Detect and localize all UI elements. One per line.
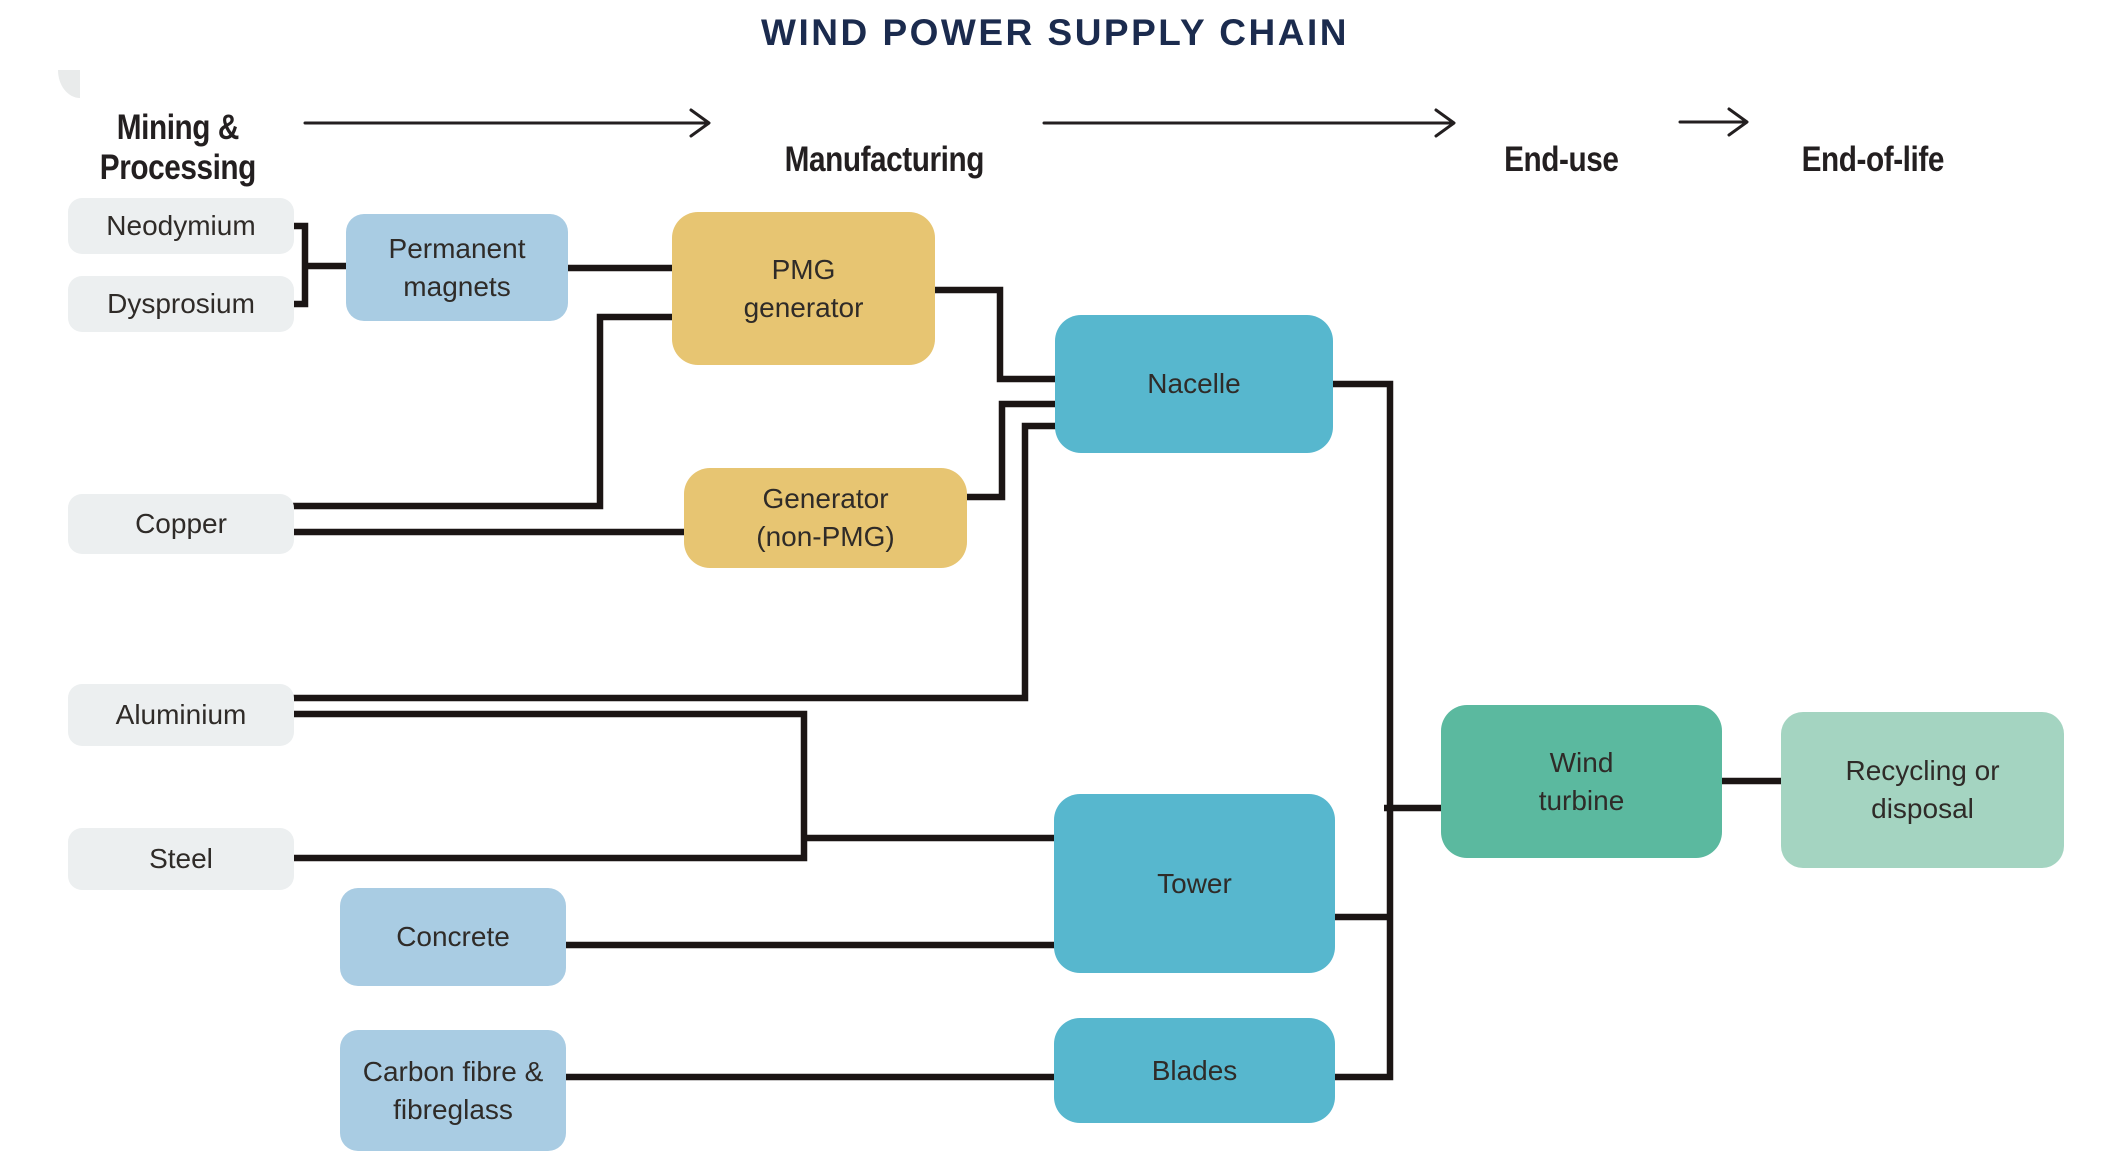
node-blades: Blades [1054,1018,1335,1123]
node-pmg-generator: PMG generator [672,212,935,365]
node-generator-non-pmg-label: Generator (non-PMG) [756,483,895,552]
wire-copper-to-pmg [290,313,674,510]
stage-header-end-of-life: End-of-life [1763,100,1983,180]
node-carbon-fibre-label: Carbon fibre & fibreglass [362,1055,544,1125]
node-neodymium: Neodymium [68,198,294,254]
node-permanent-magnets-label: Permanent magnets [388,232,526,302]
wire-pmg-to-nacelle [933,286,1057,383]
node-dysprosium-label: Dysprosium [107,288,255,320]
node-wind-turbine: Wind turbine [1441,705,1722,858]
arrowhead-2 [1434,108,1456,138]
node-steel: Steel [68,828,294,890]
arrowhead-1 [689,108,711,138]
node-tower-label: Tower [1157,867,1232,899]
node-copper: Copper [68,494,294,554]
node-recycling-label: Recycling or disposal [1845,755,2000,824]
wire-nacelle-trunk-blades [1331,380,1394,1081]
node-neodymium-label: Neodymium [106,210,256,242]
node-copper-label: Copper [135,508,227,540]
stage-header-end-of-life-label: End-of-life [1801,139,1945,179]
stage-header-manufacturing-label: Manufacturing [784,139,984,179]
diagram-title: WIND POWER SUPPLY CHAIN [761,12,1349,53]
node-aluminium: Aluminium [68,684,294,746]
node-concrete-label: Concrete [396,921,510,953]
node-steel-label: Steel [149,843,213,875]
node-wind-turbine-label: Wind turbine [1538,746,1625,816]
stage-header-manufacturing: Manufacturing [754,100,1014,180]
node-recycling: Recycling or disposal [1781,712,2064,868]
node-nacelle-label: Nacelle [1147,368,1241,400]
node-carbon-fibre: Carbon fibre & fibreglass [340,1030,566,1151]
node-concrete: Concrete [340,888,566,986]
node-tower: Tower [1054,794,1335,973]
node-nacelle: Nacelle [1055,315,1333,453]
arrowhead-3 [1727,107,1749,137]
stage-header-mining-label: Mining & Processing [99,107,257,187]
stage-header-end-use: End-use [1451,100,1671,180]
wire-aluminium-steel-join [290,710,808,862]
stage-header-end-use-label: End-use [1503,139,1619,179]
node-dysprosium: Dysprosium [68,276,294,332]
node-pmg-generator-label: PMG generator [743,253,864,323]
node-generator-non-pmg: Generator (non-PMG) [684,468,967,568]
wire-generator-non-pmg-to-nacelle [965,400,1057,501]
node-aluminium-label: Aluminium [115,699,247,731]
wire-aluminium-to-nacelle [290,422,1057,702]
node-permanent-magnets: Permanent magnets [346,214,568,321]
stage-header-mining: Mining & Processing [48,68,308,188]
node-blades-label: Blades [1151,1054,1238,1086]
